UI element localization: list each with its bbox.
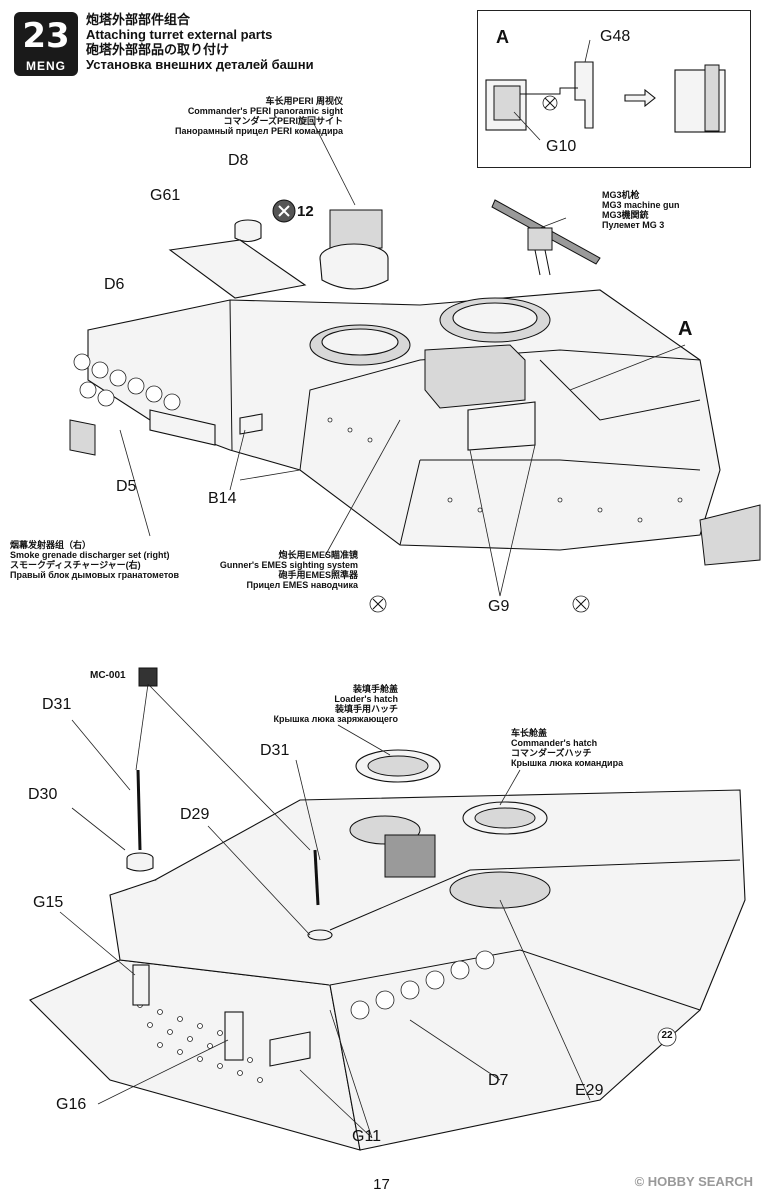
brand-logo: MENG bbox=[26, 59, 66, 73]
note-mg3-en: MG3 machine gun bbox=[602, 200, 680, 210]
title-ru: Установка внешних деталей башни bbox=[86, 57, 314, 72]
note-emes-en: Gunner's EMES sighting system bbox=[219, 560, 358, 570]
part-label-g15: G15 bbox=[33, 894, 64, 911]
part-label-d30: D30 bbox=[28, 786, 58, 803]
page-number: 17 bbox=[373, 1176, 390, 1193]
callout-letter-a: A bbox=[678, 318, 693, 340]
part-label-g48: G48 bbox=[600, 28, 631, 45]
part-label-d5: D5 bbox=[116, 478, 137, 495]
part-label-g61: G61 bbox=[150, 187, 181, 204]
lower-turret-art bbox=[29, 667, 746, 1151]
part-label-d31-right: D31 bbox=[260, 742, 290, 759]
part-label-e29: E29 bbox=[575, 1082, 604, 1099]
note-loader-hatch: 装填手舱盖 Loader's hatch 装填手用ハッチ Крышка люка… bbox=[250, 684, 398, 724]
quantity-x12: 12 bbox=[297, 203, 314, 220]
step-title-block: 炮塔外部部件组合 Attaching turret external parts… bbox=[86, 12, 314, 72]
note-smoke-zh: 烟幕发射器组（右） bbox=[10, 540, 92, 550]
part-label-g11: G11 bbox=[352, 1128, 382, 1145]
title-en: Attaching turret external parts bbox=[86, 27, 273, 42]
title-zh: 炮塔外部部件组合 bbox=[86, 12, 191, 27]
note-smoke-discharger: 烟幕发射器组（右） Smoke grenade discharger set (… bbox=[10, 540, 179, 580]
upper-turret-art bbox=[69, 119, 761, 613]
part-label-d6: D6 bbox=[104, 276, 125, 293]
note-loader-en: Loader's hatch bbox=[334, 694, 398, 704]
note-commander-ru: Крышка люка командира bbox=[511, 758, 624, 768]
note-loader-zh: 装填手舱盖 bbox=[352, 684, 398, 694]
part-label-g16: G16 bbox=[56, 1096, 87, 1113]
note-peri-en: Commander's PERI panoramic sight bbox=[187, 106, 343, 116]
smoke-discharger-art bbox=[69, 353, 216, 456]
note-emes-zh: 炮长用EMES瞄准镜 bbox=[278, 550, 358, 560]
part-label-d29: D29 bbox=[180, 806, 210, 823]
note-loader-ja: 装填手用ハッチ bbox=[334, 704, 398, 714]
note-mg3-ja: MG3機関銃 bbox=[602, 210, 649, 220]
part-label-g9: G9 bbox=[488, 598, 510, 615]
inset-a-art bbox=[485, 39, 726, 141]
note-emes-ru: Прицел EMES наводчика bbox=[246, 580, 358, 590]
note-peri: 车长用PERI 周视仪 Commander's PERI panoramic s… bbox=[145, 96, 343, 136]
note-peri-ru: Панорамный прицел PERI командира bbox=[175, 126, 343, 136]
note-peri-zh: 车长用PERI 周视仪 bbox=[265, 96, 343, 106]
step-number: 23 bbox=[22, 16, 70, 56]
note-mg3-ru: Пулемет MG 3 bbox=[602, 220, 665, 230]
watermark: © HOBBY SEARCH bbox=[634, 1174, 753, 1189]
step-number-badge: 23 MENG bbox=[14, 12, 78, 76]
part-label-d7: D7 bbox=[488, 1072, 509, 1089]
note-emes-ja: 砲手用EMES照準器 bbox=[278, 570, 358, 580]
note-commander-ja: コマンダーズハッチ bbox=[511, 748, 592, 758]
title-ja: 砲塔外部部品の取り付け bbox=[86, 42, 230, 57]
part-label-b14: B14 bbox=[208, 490, 237, 507]
note-commander-zh: 车长舱盖 bbox=[511, 728, 548, 738]
note-smoke-ja: スモークディスチャージャー(右) bbox=[10, 560, 141, 570]
note-mg3-zh: MG3机枪 bbox=[602, 190, 640, 200]
note-loader-ru: Крышка люка заряжающего bbox=[273, 714, 398, 724]
note-commander-en: Commander's hatch bbox=[511, 738, 598, 748]
paint-code-label: MC-001 bbox=[90, 670, 126, 681]
note-peri-ja: コマンダーズPERI旋回サイト bbox=[223, 116, 343, 126]
note-smoke-en: Smoke grenade discharger set (right) bbox=[10, 550, 170, 560]
part-label-g10: G10 bbox=[546, 138, 577, 155]
note-smoke-ru: Правый блок дымовых гранатометов bbox=[10, 570, 180, 580]
note-commander-hatch: 车长舱盖 Commander's hatch コマンダーズハッチ Крышка … bbox=[511, 728, 623, 768]
note-emes: 炮长用EMES瞄准镜 Gunner's EMES sighting system… bbox=[200, 550, 358, 590]
inset-letter: A bbox=[496, 27, 509, 47]
part-label-d31-left: D31 bbox=[42, 696, 72, 713]
part-label-d8: D8 bbox=[228, 152, 249, 169]
note-mg3: MG3机枪 MG3 machine gun MG3機関銃 Пулемет MG … bbox=[602, 190, 680, 230]
decal-number: 22 bbox=[661, 1030, 673, 1041]
